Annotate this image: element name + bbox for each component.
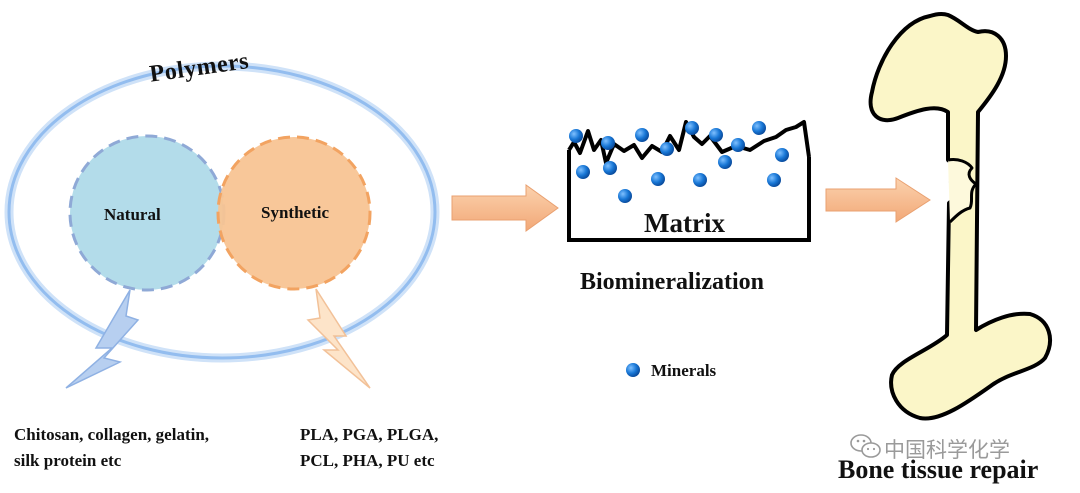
natural-examples-line-2: silk protein etc bbox=[14, 451, 122, 470]
synthetic-label: Synthetic bbox=[261, 203, 329, 222]
natural-examples-line-1: Chitosan, collagen, gelatin, bbox=[14, 425, 210, 444]
mineral-dot-icon bbox=[731, 138, 745, 152]
natural-lightning-bolt-icon bbox=[65, 289, 140, 389]
mineral-dot-icon bbox=[718, 155, 732, 169]
synthetic-circle bbox=[216, 135, 372, 291]
mineral-dot-icon bbox=[709, 128, 723, 142]
mineral-dot-icon bbox=[635, 128, 649, 142]
mineral-dot-icon bbox=[576, 165, 590, 179]
matrix-surface bbox=[567, 120, 811, 165]
bone-repair-label: Bone tissue repair bbox=[838, 455, 1039, 484]
mineral-dot-icon bbox=[601, 136, 615, 150]
synthetic-examples-line-2: PCL, PHA, PU etc bbox=[300, 451, 435, 470]
mineral-dot-icon bbox=[752, 121, 766, 135]
watermark-text: 中国科学化学 bbox=[884, 438, 1010, 462]
biomineralization-label: Biomineralization bbox=[580, 269, 764, 295]
mineral-dot-icon bbox=[767, 173, 781, 187]
mineral-dots bbox=[569, 121, 789, 203]
mineral-dot-icon bbox=[685, 121, 699, 135]
bone-defect bbox=[947, 158, 978, 224]
mineral-dot-icon bbox=[618, 189, 632, 203]
bone-icon bbox=[868, 11, 1052, 421]
mineral-dot-icon bbox=[775, 148, 789, 162]
arrow-right-icon-2 bbox=[825, 177, 931, 223]
wechat-icon bbox=[850, 434, 881, 458]
mineral-dot-icon bbox=[569, 129, 583, 143]
legend-mineral-dot-icon bbox=[626, 363, 640, 377]
arrow-right-icon bbox=[451, 184, 559, 232]
polymers-ring-inner bbox=[7, 64, 437, 360]
matrix-container bbox=[567, 150, 811, 242]
synthetic-lightning-bolt-icon bbox=[306, 288, 371, 389]
synthetic-examples: PLA, PGA, PLGA, PCL, PHA, PU etc bbox=[300, 422, 500, 474]
mineral-dot-icon bbox=[660, 142, 674, 156]
natural-label: Natural bbox=[104, 205, 161, 224]
minerals-legend-label: Minerals bbox=[651, 361, 717, 380]
mineral-dot-icon bbox=[603, 161, 617, 175]
synthetic-examples-line-1: PLA, PGA, PLGA, bbox=[300, 425, 439, 444]
mineral-dot-icon bbox=[651, 172, 665, 186]
natural-examples: Chitosan, collagen, gelatin, silk protei… bbox=[14, 422, 274, 474]
matrix-label: Matrix bbox=[644, 208, 725, 238]
mineral-dot-icon bbox=[693, 173, 707, 187]
